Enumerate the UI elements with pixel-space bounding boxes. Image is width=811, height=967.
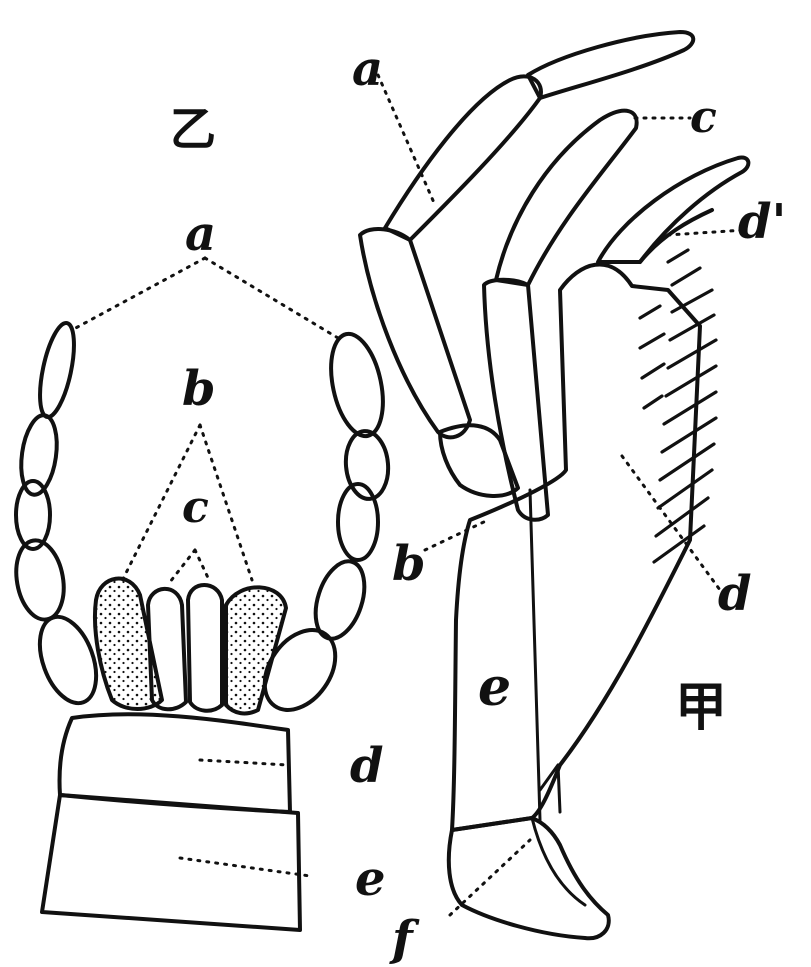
left-basal-segment-e <box>42 795 300 930</box>
right-figure <box>360 32 748 938</box>
left-label-a: a <box>185 206 216 262</box>
right-title: 甲 <box>675 678 727 738</box>
right-label-f: f <box>389 911 420 967</box>
right-label-e: e <box>478 657 511 718</box>
right-label-a: a <box>352 41 383 97</box>
left-label-d: d <box>350 738 384 794</box>
right-label-d: d <box>718 566 752 622</box>
right-label-c: c <box>690 92 717 143</box>
left-palp-left <box>10 320 106 711</box>
left-label-c: c <box>182 482 209 533</box>
left-label-e: e <box>355 851 386 907</box>
right-label-b: b <box>392 536 426 592</box>
right-piece-f <box>449 818 609 938</box>
right-segment-d-prime <box>598 157 748 262</box>
left-lobes <box>95 579 286 714</box>
left-title: 乙 <box>170 102 216 156</box>
right-hatching <box>640 250 716 562</box>
left-label-b: b <box>182 361 216 417</box>
left-figure <box>10 258 391 930</box>
right-palp-a <box>360 32 693 496</box>
right-label-d-prime: d' <box>738 194 786 250</box>
